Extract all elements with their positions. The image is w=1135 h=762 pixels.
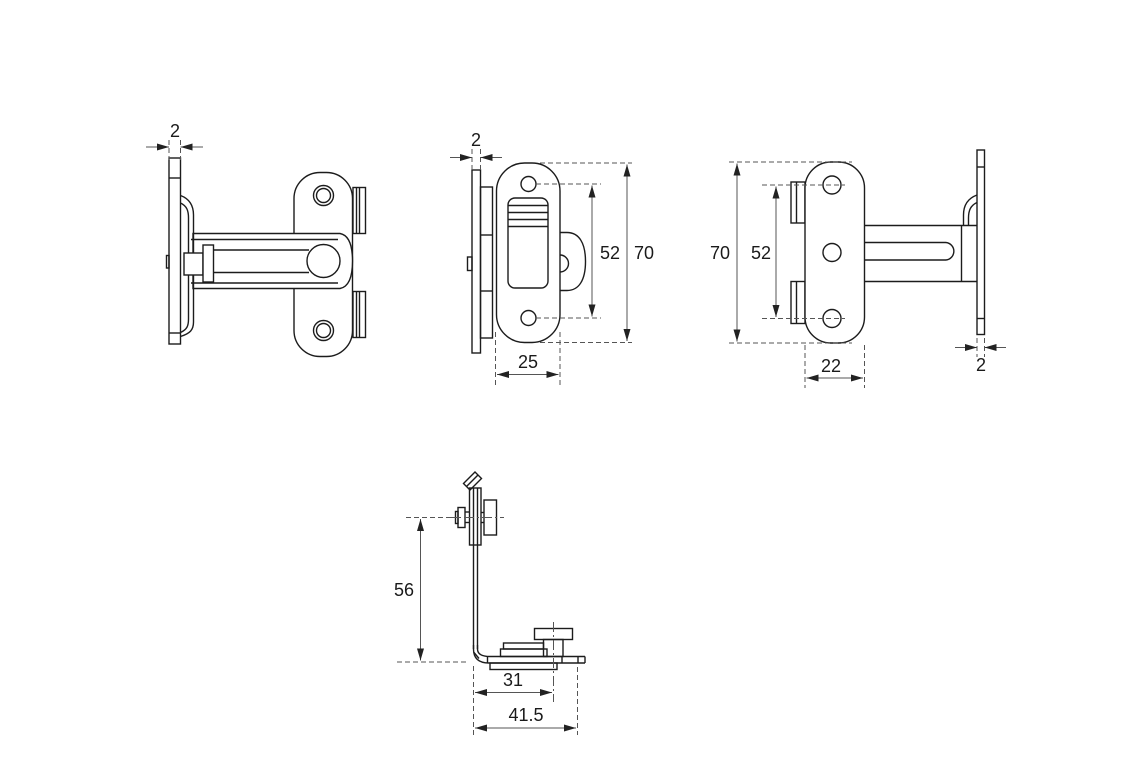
front-wall-plate [471,169,482,354]
back-hole-middle [822,242,842,263]
view-bottom: 56 31 41.5 [394,471,586,735]
side-bracket-top [352,186,367,235]
side-housing [192,232,354,290]
view-front: 2 52 70 25 [450,130,654,386]
front-slider [507,197,549,289]
dim-front-plate-thickness: 2 [471,130,481,150]
dim-back-width: 22 [821,356,841,376]
dim-bottom-slide-travel: 31 [503,670,523,690]
dim-front-height: 70 [634,243,654,263]
dim-front-hole-spacing: 52 [600,243,620,263]
bottom-base [472,645,585,664]
dim-back-height: 70 [710,243,730,263]
dim-bottom-overall-depth: 41.5 [508,705,543,725]
front-strap-strip [479,186,494,339]
back-bracket-top [790,181,806,224]
bottom-slider [499,648,548,658]
front-dims [450,149,632,386]
bottom-dims [397,517,578,735]
back-wall-plate [976,149,986,336]
front-geometry [466,162,587,354]
front-knob-tab [560,231,587,292]
side-wall-plate [168,157,182,345]
bottom-centerlines [446,517,554,702]
bottom-angled-tab [462,471,483,491]
side-slider-nut [183,252,204,276]
view-side: 2 [146,121,367,358]
dim-side-plate-thickness: 2 [170,121,180,141]
back-bracket-bottom [790,280,806,325]
back-arm [864,224,977,283]
back-strap [962,194,978,226]
back-geometry [790,149,986,344]
dim-back-plate-thickness: 2 [976,355,986,375]
side-hole-top [312,184,335,207]
dim-bottom-height: 56 [394,580,414,600]
dim-front-width: 25 [518,352,538,372]
front-hole-bottom [520,309,537,327]
bottom-strike-plate [489,662,558,671]
dim-back-hole-spacing: 52 [751,243,771,263]
side-geometry [165,157,367,358]
side-knob [202,244,215,283]
front-hole-top [520,175,537,193]
side-dim-plate [146,140,203,160]
view-back: 70 52 22 2 [710,149,1006,388]
side-pivot-circle [306,243,341,279]
back-dims [729,161,1006,388]
side-hole-bottom [312,319,335,342]
side-bracket-bottom [352,290,367,339]
bottom-geometry [454,471,586,671]
